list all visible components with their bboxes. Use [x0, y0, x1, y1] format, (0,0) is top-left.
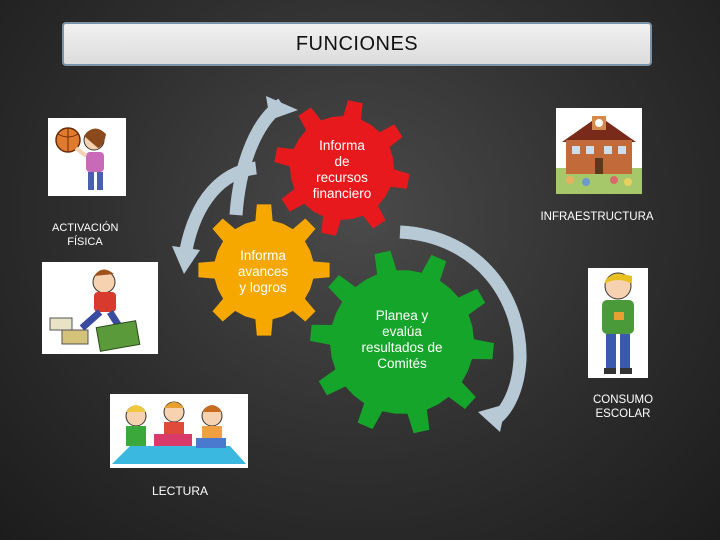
label-lectura: LECTURA — [151, 484, 208, 498]
gear-yellow — [198, 204, 330, 336]
gear-red — [274, 100, 410, 236]
arrow-head-top — [266, 96, 298, 120]
title-bar: FUNCIONES — [62, 22, 652, 66]
label-infraestructura: INFRAESTRUCTURA — [540, 211, 654, 223]
label-consumo-escolar: CONSUMO ESCOLAR — [592, 394, 654, 420]
reading-children-image — [110, 394, 248, 468]
gear-yellow-text: Informa avances y logros — [237, 248, 289, 295]
school-building-image — [556, 108, 642, 194]
basketball-girl-drawing — [55, 127, 106, 190]
boy-eating-drawing — [602, 272, 634, 374]
page-title: FUNCIONES — [295, 32, 419, 55]
label-activacion-fisica: ACTIVACIÓN FÍSICA — [52, 222, 119, 248]
boy-eating-image — [588, 268, 648, 378]
basketball-girl-image — [48, 118, 126, 196]
arrow-left — [179, 161, 258, 252]
gear-red-text: Informa de recursos financiero — [312, 138, 372, 201]
arrow-right — [399, 225, 527, 426]
arrow-head-right — [478, 404, 506, 432]
school-building-drawing — [556, 116, 642, 194]
gear-green — [310, 250, 494, 434]
arrow-head-left — [172, 246, 200, 274]
reading-children-drawing — [110, 394, 248, 468]
running-student-drawing — [49, 269, 141, 352]
gear-green-text: Planea y evalúa resultados de Comités — [361, 308, 443, 371]
running-student-image — [42, 262, 158, 354]
